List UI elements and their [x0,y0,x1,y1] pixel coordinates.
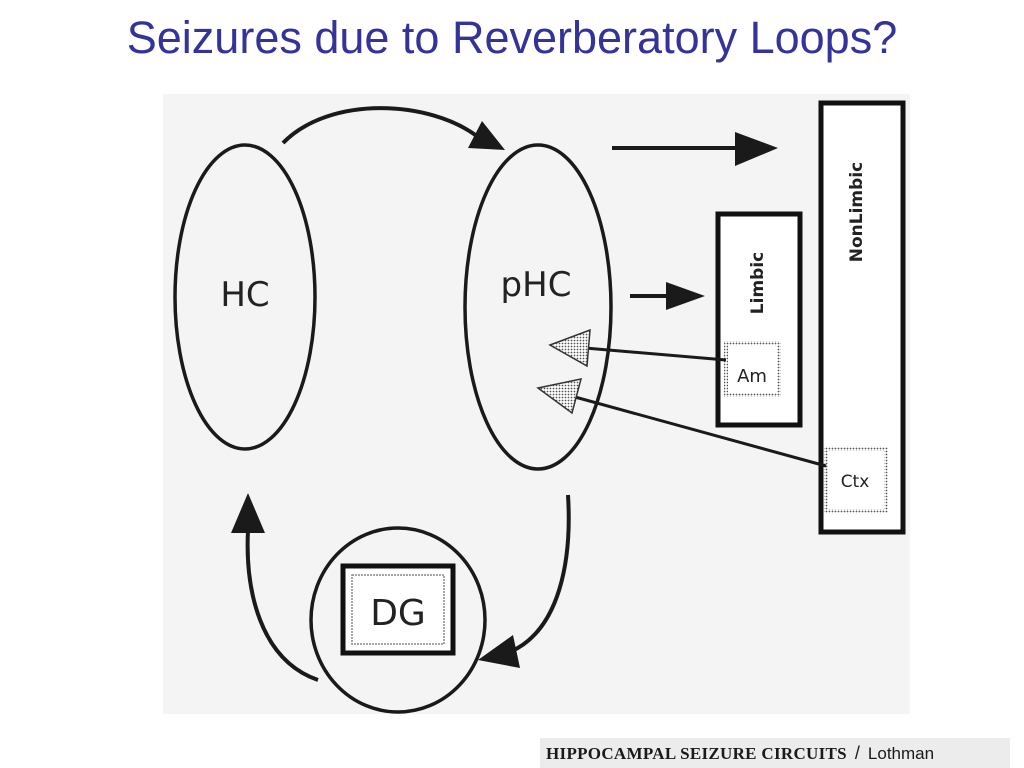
hc-label: HC [220,275,269,315]
arrow-phc-to-dg [478,494,571,668]
source-title: HIPPOCAMPAL SEIZURE CIRCUITS [546,744,847,763]
arrow-ctx-to-phc [536,378,827,468]
ctx-box: Ctx [824,447,888,513]
slide-title: Seizures due to Reverberatory Loops? [126,12,898,63]
dg-box [340,563,456,656]
reverberatory-loop-diagram: HC pHC DG Limbic Am NonLimbic Ctx [163,94,910,714]
limbic-label: Limbic [748,252,768,314]
am-label: Am [737,366,767,387]
source-credit: HIPPOCAMPAL SEIZURE CIRCUITS / Lothman [540,738,1010,768]
dg-label: DG [370,593,426,634]
arrow-am-to-phc [548,328,727,368]
am-box: Am [724,341,781,397]
arrow-dg-to-hc [231,493,319,682]
nonlimbic-label: NonLimbic [847,162,867,262]
arrow-phc-to-limbic [630,282,705,310]
hc-node: HC [173,143,317,451]
ctx-label: Ctx [841,472,870,492]
dg-node: DG [309,526,487,714]
arrow-hc-to-phc [281,106,505,150]
source-separator: / [854,743,860,763]
phc-label: pHC [501,265,572,305]
arrow-to-nonlimbic [612,132,778,166]
phc-node: pHC [463,143,613,471]
source-author: Lothman [867,744,935,763]
